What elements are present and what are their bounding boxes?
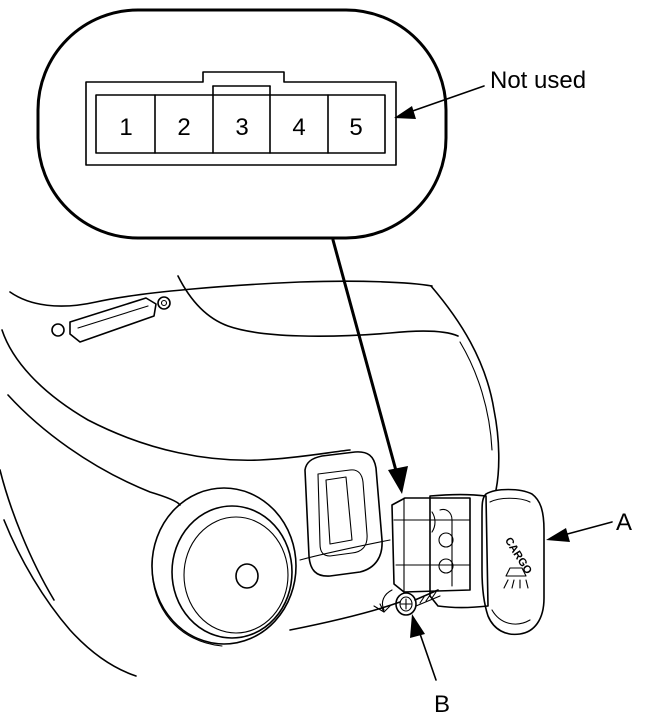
trim-pocket	[304, 451, 383, 577]
pin-5-label: 5	[349, 114, 362, 141]
connector-face	[95, 94, 386, 154]
power-socket	[151, 487, 297, 647]
arrow-icon	[394, 106, 416, 119]
callout-b: B	[410, 614, 450, 718]
callout-a: A	[546, 509, 632, 542]
trim-slot	[69, 297, 157, 343]
cargo-light-icon	[503, 567, 529, 589]
not-used-label: Not used	[490, 67, 586, 94]
pin-3-label: 3	[235, 114, 248, 141]
callout-a-label: A	[616, 509, 632, 536]
arrow-icon	[381, 589, 393, 611]
not-used-callout: Not used	[394, 67, 586, 119]
trim-hole	[51, 323, 65, 337]
pin-2-label: 2	[177, 114, 190, 141]
pin-4-label: 4	[292, 114, 305, 141]
arrow-icon	[546, 528, 570, 542]
screw-icon	[373, 589, 441, 616]
switch-label: CARGO	[502, 535, 534, 576]
cargo-switch: CARGO	[391, 488, 545, 636]
switch-connector-body	[391, 497, 471, 593]
pin-1-label: 1	[119, 114, 132, 141]
arrow-icon	[410, 614, 425, 638]
callout-b-label: B	[434, 691, 450, 718]
closeup-bubble	[36, 8, 448, 240]
arrow-icon	[388, 466, 408, 494]
connector-closeup: 1 2 3 4 5	[36, 8, 448, 240]
trim-panel	[0, 275, 500, 677]
connector-leader	[331, 238, 408, 494]
not-used-leader	[403, 85, 485, 115]
trim-hole	[157, 296, 171, 310]
connector-housing	[85, 71, 397, 166]
switch-face	[481, 488, 545, 636]
